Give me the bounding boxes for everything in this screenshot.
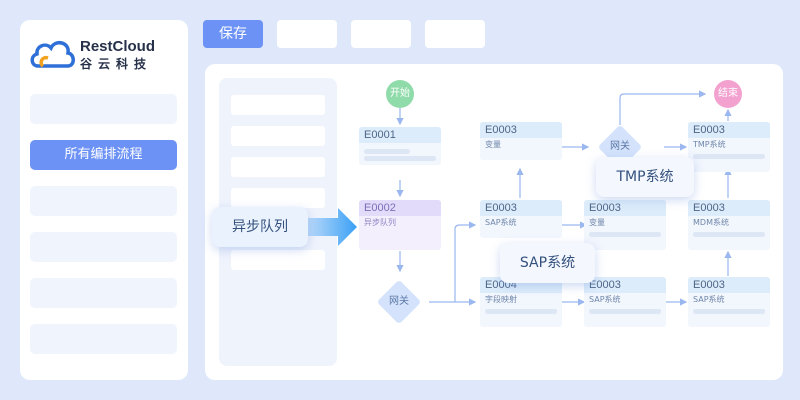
palette-item[interactable] [231, 95, 325, 115]
drag-arrow [300, 208, 357, 246]
toolbar-button-2[interactable] [277, 20, 337, 48]
node-label: SAP系统 [485, 218, 517, 227]
node-placeholder-bar [693, 232, 765, 237]
sidebar-item-4[interactable] [30, 232, 177, 262]
node-label: 变量 [485, 140, 501, 149]
node-label: 异步队列 [364, 218, 396, 227]
gateway-label: 网关 [610, 141, 630, 152]
node-placeholder-bar [589, 309, 661, 314]
callout-sap-system[interactable]: SAP系统 [500, 243, 595, 283]
node-id: E0003 [480, 200, 562, 216]
flow-node-field-mapping[interactable]: E0004 字段映射 [480, 277, 562, 327]
palette-item[interactable] [231, 126, 325, 146]
flow-node-tmp[interactable]: E0003 TMP系统 [688, 122, 770, 172]
start-node[interactable]: 开始 [386, 80, 414, 108]
node-label: SAP系统 [693, 295, 725, 304]
node-placeholder-bar [589, 232, 661, 237]
node-placeholder-bar [364, 156, 436, 161]
node-id: E0001 [359, 127, 441, 143]
node-label: TMP系统 [693, 140, 726, 149]
flow-node-e0002[interactable]: E0002 异步队列 [359, 200, 441, 250]
palette-item[interactable] [231, 188, 325, 208]
node-id: E0003 [480, 122, 562, 138]
flow-node-sap[interactable]: E0003 SAP系统 [480, 200, 562, 238]
node-id: E0003 [688, 200, 770, 216]
cloud-icon [30, 40, 75, 68]
palette-item[interactable] [231, 250, 325, 270]
node-placeholder-bar [485, 309, 557, 314]
gateway-node-left[interactable]: 网关 [376, 279, 422, 325]
palette-item[interactable] [231, 157, 325, 177]
node-id: E0003 [688, 122, 770, 138]
node-placeholder-bar [693, 309, 765, 314]
node-id: E0003 [584, 277, 666, 293]
sidebar-item-1[interactable] [30, 94, 177, 124]
node-label: 字段映射 [485, 295, 517, 304]
node-label: MDM系统 [693, 218, 729, 227]
gateway-node-top[interactable]: 网关 [597, 124, 643, 170]
sidebar-item-6[interactable] [30, 324, 177, 354]
node-label: 变量 [589, 218, 605, 227]
flow-node-e0001[interactable]: E0001 [359, 127, 441, 165]
node-label: SAP系统 [589, 295, 621, 304]
sidebar-item-5[interactable] [30, 278, 177, 308]
flow-node-variable[interactable]: E0003 变量 [480, 122, 562, 160]
flow-node-variable-2[interactable]: E0003 变量 [584, 200, 666, 250]
flow-node-sap-3[interactable]: E0003 SAP系统 [688, 277, 770, 327]
callout-tmp-system[interactable]: TMP系统 [596, 157, 694, 197]
flow-node-mdm[interactable]: E0003 MDM系统 [688, 200, 770, 250]
node-id: E0003 [584, 200, 666, 216]
node-id: E0002 [359, 200, 441, 216]
sidebar-item-all-flows[interactable]: 所有编排流程 [30, 140, 177, 170]
node-placeholder-bar [693, 154, 765, 159]
toolbar-button-3[interactable] [351, 20, 411, 48]
node-id: E0003 [688, 277, 770, 293]
save-button[interactable]: 保存 [203, 20, 263, 48]
node-placeholder-bar [364, 149, 410, 154]
gateway-label: 网关 [389, 296, 409, 307]
brand-subtitle: 谷云科技 [80, 57, 153, 71]
sidebar-item-3[interactable] [30, 186, 177, 216]
brand-logo: RestCloud 谷云科技 [30, 36, 180, 72]
toolbar-button-4[interactable] [425, 20, 485, 48]
brand-name: RestCloud [80, 38, 155, 55]
callout-async-queue[interactable]: 异步队列 [212, 207, 308, 247]
flow-node-sap-2[interactable]: E0003 SAP系统 [584, 277, 666, 327]
end-node[interactable]: 结束 [714, 80, 742, 108]
